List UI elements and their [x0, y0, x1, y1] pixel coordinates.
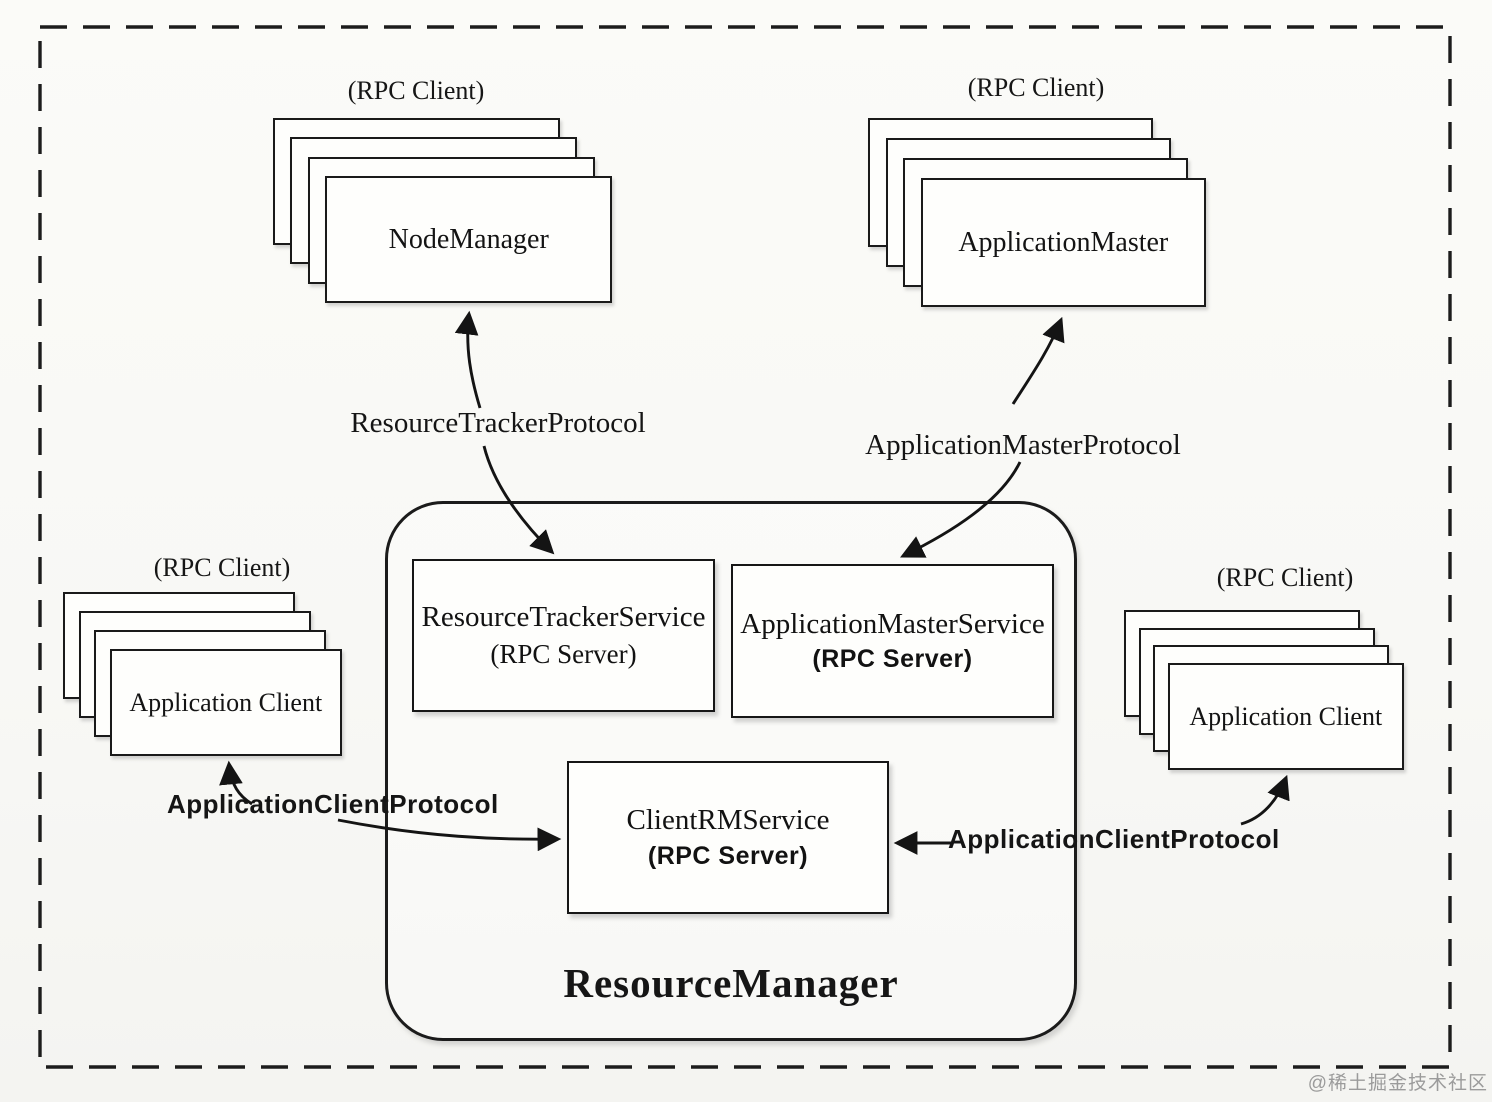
nodemanager-label: NodeManager: [388, 223, 549, 255]
appclient-left-stack: Application Client: [63, 592, 343, 757]
applicationmaster-label: ApplicationMaster: [958, 226, 1169, 258]
applicationclientprotocol-left-label: ApplicationClientProtocol: [167, 789, 499, 819]
applicationmasterservice-role: (RPC Server): [812, 645, 973, 674]
applicationmasterservice-name: ApplicationMasterService: [740, 607, 1045, 640]
clientrmservice-box: ClientRMService (RPC Server): [567, 761, 889, 914]
appclient-left-box: Application Client: [109, 649, 342, 756]
applicationclientprotocol-right-label: ApplicationClientProtocol: [948, 824, 1280, 854]
clientrmservice-name: ClientRMService: [626, 804, 830, 837]
applicationmasterprotocol-label: ApplicationMasterProtocol: [865, 429, 1181, 461]
appclient-right-label: Application Client: [1189, 701, 1383, 731]
nodemanager-rpc-caption: (RPC Client): [347, 76, 485, 105]
appclient-left-rpc-caption: (RPC Client): [153, 553, 291, 582]
appclient-right-stack: Application Client: [1124, 610, 1405, 771]
applicationmaster-box: ApplicationMaster: [920, 178, 1206, 307]
nodemanager-stack: NodeManager: [273, 118, 613, 304]
arrow-applicationmaster-up: [1011, 316, 1065, 405]
applicationmaster-rpc-caption: (RPC Client): [967, 73, 1105, 102]
arrow-resourcetracker-up: [454, 310, 482, 409]
resourcetrackerprotocol-label: ResourceTrackerProtocol: [350, 407, 646, 439]
juejin-watermark: @稀土掘金技术社区: [1307, 1073, 1488, 1094]
resourcetrackerservice-box: ResourceTrackerService (RPC Server): [412, 559, 715, 712]
resourcetrackerservice-role: (RPC Server): [490, 638, 637, 669]
applicationmaster-stack: ApplicationMaster: [868, 118, 1208, 308]
appclient-left-label: Application Client: [129, 687, 323, 717]
appclient-right-rpc-caption: (RPC Client): [1216, 563, 1354, 592]
arrow-appclient-right-up: [1240, 774, 1290, 826]
clientrmservice-role: (RPC Server): [647, 841, 809, 870]
nodemanager-box: NodeManager: [325, 176, 613, 304]
resourcetrackerservice-name: ResourceTrackerService: [421, 601, 706, 634]
resourcemanager-label: ResourceManager: [563, 960, 899, 1006]
applicationmasterservice-box: ApplicationMasterService (RPC Server): [731, 564, 1054, 718]
appclient-right-box: Application Client: [1167, 663, 1404, 771]
